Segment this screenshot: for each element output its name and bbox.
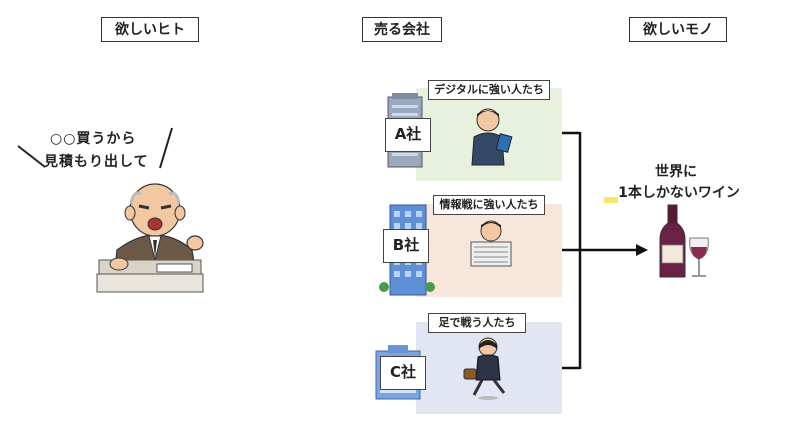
- goal-line-1: 世界に: [655, 164, 697, 180]
- person-digital-icon: [471, 108, 513, 166]
- person-running-icon: [463, 337, 506, 400]
- label-company-b: B社: [383, 229, 429, 263]
- tag-company-b: 情報戦に強い人たち: [433, 195, 545, 215]
- tag-company-c: 足で戦う人たち: [428, 313, 526, 333]
- speech-line-2: 見積もり出して: [44, 154, 149, 170]
- goal-line-2-wrap: 1本しかないワイン: [604, 183, 754, 204]
- label-company-a: A社: [385, 118, 431, 152]
- goal-line-2: 1本しかないワイン: [618, 185, 740, 201]
- header-want: 欲しいモノ: [629, 17, 727, 42]
- wine-bottle-icon: [659, 204, 709, 278]
- header-buyer: 欲しいヒト: [101, 17, 199, 42]
- label-company-c: C社: [380, 356, 426, 390]
- header-sellers: 売る会社: [362, 17, 442, 42]
- tag-company-a: デジタルに強い人たち: [428, 80, 550, 100]
- goal-highlight: [604, 197, 618, 203]
- person-newspaper-icon: [470, 220, 512, 267]
- buyer-illustration: [96, 183, 204, 293]
- speech-line-1: ○○買うから: [50, 131, 137, 147]
